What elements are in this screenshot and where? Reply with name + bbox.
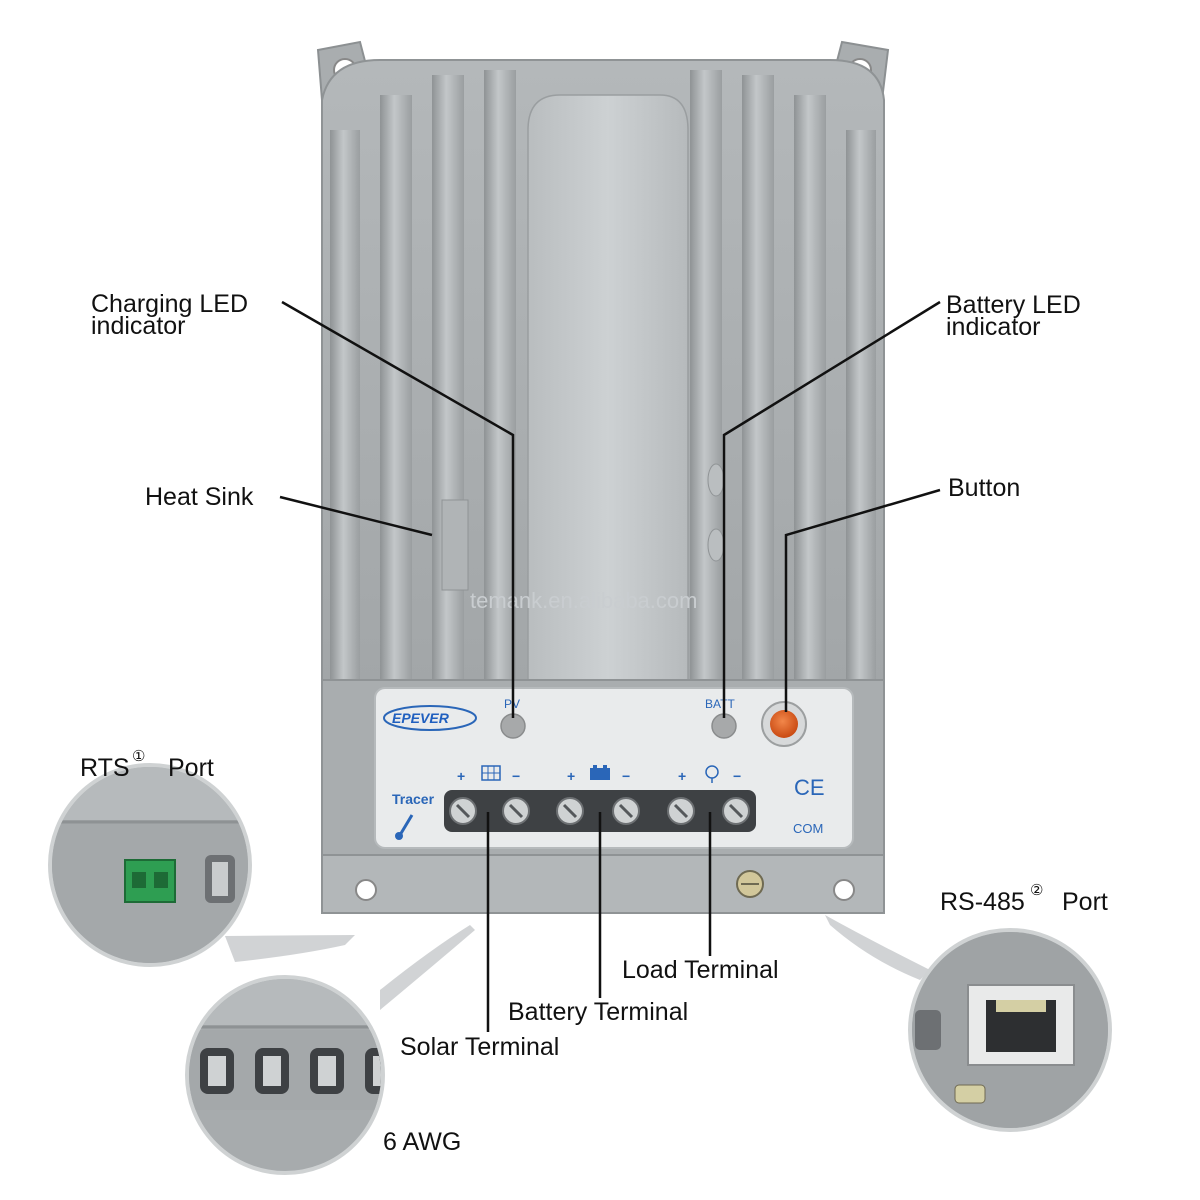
mount-hole-icon <box>355 879 377 901</box>
zoom-wedge <box>825 915 930 980</box>
brand-logo-icon <box>383 705 477 731</box>
housing-bump <box>707 528 725 562</box>
rts-port-suffix: Port <box>168 754 214 782</box>
zoom-wedge <box>225 935 355 962</box>
mount-hole-icon <box>833 879 855 901</box>
rts-footnote-mark: ① <box>132 748 145 765</box>
battery-plus: + <box>567 768 575 784</box>
rs485-port-suffix: Port <box>1062 888 1108 916</box>
housing-bottom-rail <box>321 854 885 914</box>
controller-housing <box>316 40 890 914</box>
rs485-port-zoom <box>908 928 1112 1132</box>
battery-led-label-line2: indicator <box>946 313 1041 341</box>
rts-port-zoom <box>48 763 252 967</box>
brand-name: EPEVER <box>392 710 450 726</box>
load-terminal-label: Load Terminal <box>622 956 779 984</box>
charging-led-label-line2: indicator <box>91 312 186 340</box>
rs485-footnote-mark: ② <box>1030 882 1043 899</box>
temperature-icon <box>398 814 414 836</box>
terminal-screws <box>449 797 750 825</box>
terminal-slot-icon <box>263 1056 281 1086</box>
battery-led-label-line1: Battery LED <box>946 291 1081 319</box>
heat-sink-center-bar <box>527 94 689 691</box>
solar-plus: + <box>457 768 465 784</box>
load-plus: + <box>678 768 686 784</box>
front-panel: EPEVER PV BATT + − + − + − Tracer CE COM <box>374 687 854 849</box>
awg-label: 6 AWG <box>383 1128 461 1156</box>
button-label: Button <box>948 474 1020 502</box>
awg-terminal-zoom <box>185 975 385 1175</box>
terminal-slot-icon <box>318 1056 336 1086</box>
model-name: Tracer <box>392 791 435 807</box>
heat-sink-fins-right <box>690 70 876 690</box>
load-minus: − <box>733 768 741 784</box>
watermark: temank.en.alibaba.com <box>470 588 697 613</box>
mode-button[interactable] <box>770 710 798 738</box>
heat-sink-block <box>441 499 469 591</box>
heat-sink-label: Heat Sink <box>145 483 254 511</box>
rs485-port-label: RS-485 <box>940 888 1025 916</box>
battery-minus: − <box>622 768 630 784</box>
terminal-slot-icon <box>208 1056 226 1086</box>
rts-port-label: RTS <box>80 754 130 782</box>
terminal-slot-icon <box>373 1056 381 1086</box>
ce-mark: CE <box>794 775 825 800</box>
callout-lines <box>279 300 941 1032</box>
battery-icon <box>590 768 610 780</box>
com-label: COM <box>793 821 823 836</box>
battery-terminal-label: Battery Terminal <box>508 998 688 1026</box>
zoom-wedge <box>380 925 475 1010</box>
batt-label: BATT <box>705 697 735 711</box>
charging-led-label-line1: Charging LED <box>91 290 248 318</box>
housing-bump <box>707 463 725 497</box>
solar-terminal-label: Solar Terminal <box>400 1033 559 1061</box>
solar-minus: − <box>512 768 520 784</box>
